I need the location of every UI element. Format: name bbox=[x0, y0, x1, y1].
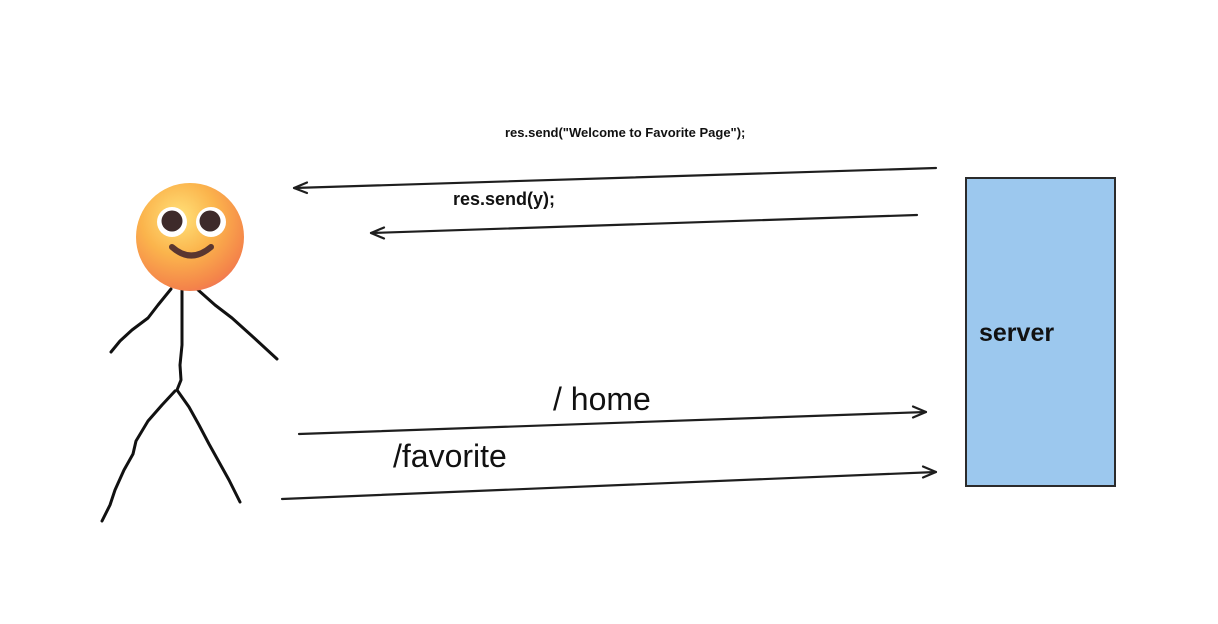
smiling-face-icon bbox=[136, 183, 244, 291]
stick-figure-left-leg bbox=[100, 389, 177, 523]
response-welcome-arrow bbox=[292, 166, 938, 195]
response-welcome-label: res.send("Welcome to Favorite Page"); bbox=[505, 125, 746, 140]
stick-figure bbox=[100, 284, 279, 523]
right-pupil bbox=[199, 210, 221, 232]
left-pupil bbox=[161, 210, 183, 232]
response-arrows bbox=[292, 166, 938, 240]
response-y-label: res.send(y); bbox=[453, 189, 556, 209]
server-box: server bbox=[965, 177, 1116, 487]
response-y-arrow bbox=[369, 213, 919, 240]
stick-figure-left-arm bbox=[109, 287, 173, 354]
request-arrows bbox=[280, 405, 938, 501]
request-favorite-arrow bbox=[280, 465, 938, 501]
request-favorite-label: /favorite bbox=[393, 438, 507, 474]
stick-figure-right-leg bbox=[175, 388, 242, 504]
stick-figure-body bbox=[175, 284, 184, 392]
request-home-label: / home bbox=[553, 381, 651, 417]
server-label: server bbox=[979, 319, 1055, 347]
stick-figure-right-arm bbox=[195, 287, 279, 361]
request-home-arrow bbox=[297, 405, 928, 436]
smile-mouth bbox=[169, 244, 214, 259]
